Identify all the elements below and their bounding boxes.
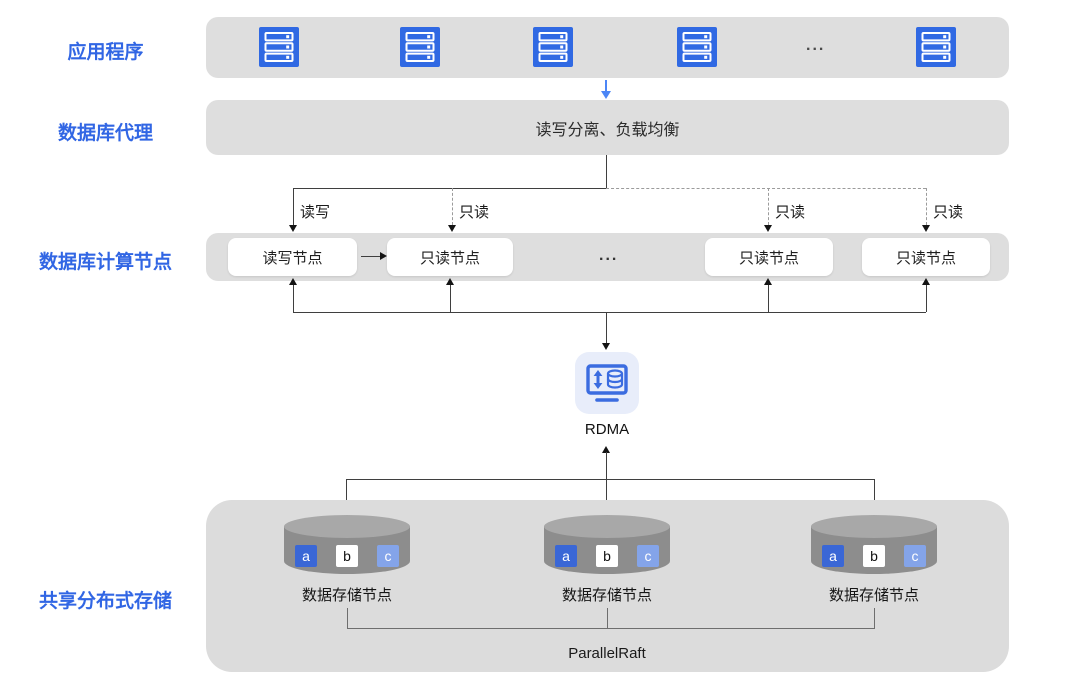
apps-to-proxy-arrowhead: [601, 91, 611, 99]
storage-node-label: 数据存储节点: [561, 587, 652, 604]
storage-node-label: 数据存储节点: [301, 587, 392, 604]
compute-node-label: 只读节点: [895, 249, 956, 267]
branch-label-readonly: 只读: [775, 204, 806, 221]
rdma-up-arrowhead: [602, 446, 610, 453]
replica-chip-c: c: [637, 545, 659, 567]
row-label-proxy: 数据库代理: [57, 123, 153, 144]
app-server-icon: [533, 27, 573, 67]
compute-up-arrowhead: [921, 278, 930, 285]
replica-chip-a: a: [822, 545, 844, 567]
replica-chip-a: a: [295, 545, 317, 567]
branch-readwrite-arrowhead: [288, 225, 297, 232]
app-server-icon: [916, 27, 956, 67]
app-server-icon: [400, 27, 440, 67]
branch-line-left: [293, 188, 606, 189]
branch-readonly-line: [768, 188, 769, 225]
replica-chip-c: c: [904, 545, 926, 567]
storage-cylinder: a b c: [544, 515, 670, 577]
compute-up-line: [926, 285, 927, 312]
compute-up-arrowhead: [288, 278, 297, 285]
storage-node-label: 数据存储节点: [828, 587, 919, 604]
raft-stub-left: [347, 608, 348, 628]
row-label-compute: 数据库计算节点: [38, 252, 172, 273]
apps-to-proxy-arrow-line: [605, 80, 607, 92]
rdma-tile: [575, 352, 639, 414]
compute-node-label: 读写节点: [262, 249, 323, 267]
replication-arrowhead: [380, 252, 387, 260]
raft-stub-middle: [607, 608, 608, 628]
compute-up-arrowhead: [763, 278, 772, 285]
replication-arrow-line: [361, 256, 381, 257]
row-label-storage: 共享分布式存储: [38, 591, 172, 612]
branch-readonly-arrowhead: [447, 225, 456, 232]
cylinder-top: [544, 515, 670, 538]
rdma-storage-line: [606, 452, 607, 508]
compute-collector-line: [293, 312, 926, 313]
compute-node-readonly: 只读节点: [705, 238, 833, 276]
storage-left-drop-line: [346, 479, 347, 508]
app-server-icon: [677, 27, 717, 67]
row-label-applications: 应用程序: [67, 42, 144, 63]
compute-node-label: 只读节点: [738, 249, 799, 267]
replica-chip-b: b: [863, 545, 885, 567]
storage-cylinder: a b c: [811, 515, 937, 577]
compute-up-line: [293, 285, 294, 312]
compute-node-readwrite: 读写节点: [228, 238, 357, 276]
branch-label-readonly: 只读: [933, 204, 964, 221]
cylinder-top: [811, 515, 937, 538]
branch-label-readonly: 只读: [459, 204, 490, 221]
storage-right-drop-line: [874, 479, 875, 508]
proxy-band: 读写分离、负载均衡: [206, 100, 1009, 155]
apps-ellipsis: ...: [806, 37, 826, 54]
branch-readonly-arrowhead: [921, 225, 930, 232]
replica-chip-b: b: [596, 545, 618, 567]
parallelraft-label: ParallelRaft: [568, 645, 646, 662]
compute-node-label: 只读节点: [419, 249, 480, 267]
app-server-icon: [259, 27, 299, 67]
compute-up-line: [768, 285, 769, 312]
replica-chip-a: a: [555, 545, 577, 567]
branch-readonly-line: [452, 188, 453, 225]
branch-label-readwrite: 读写: [300, 204, 331, 221]
collector-to-rdma-line: [606, 312, 607, 343]
rdma-label: RDMA: [584, 421, 630, 438]
rdma-icon: [586, 364, 628, 402]
branch-readwrite-line: [293, 188, 294, 225]
compute-up-arrowhead: [445, 278, 454, 285]
cylinder-top: [284, 515, 410, 538]
compute-up-line: [450, 285, 451, 312]
raft-stub-right: [874, 608, 875, 628]
storage-cylinder: a b c: [284, 515, 410, 577]
compute-ellipsis: ...: [599, 247, 619, 264]
replica-chip-b: b: [336, 545, 358, 567]
proxy-band-text: 读写分离、负载均衡: [535, 121, 680, 139]
storage-distribution-line: [346, 479, 874, 480]
compute-node-readonly: 只读节点: [387, 238, 513, 276]
replica-chip-c: c: [377, 545, 399, 567]
branch-line-right-dashed: [606, 188, 926, 189]
collector-to-rdma-arrowhead: [602, 343, 610, 350]
compute-node-readonly: 只读节点: [862, 238, 990, 276]
branch-readonly-arrowhead: [763, 225, 772, 232]
application-band: [206, 17, 1009, 78]
raft-bracket-line: [347, 628, 875, 629]
branch-readonly-line: [926, 188, 927, 225]
proxy-stem-line: [606, 155, 607, 188]
